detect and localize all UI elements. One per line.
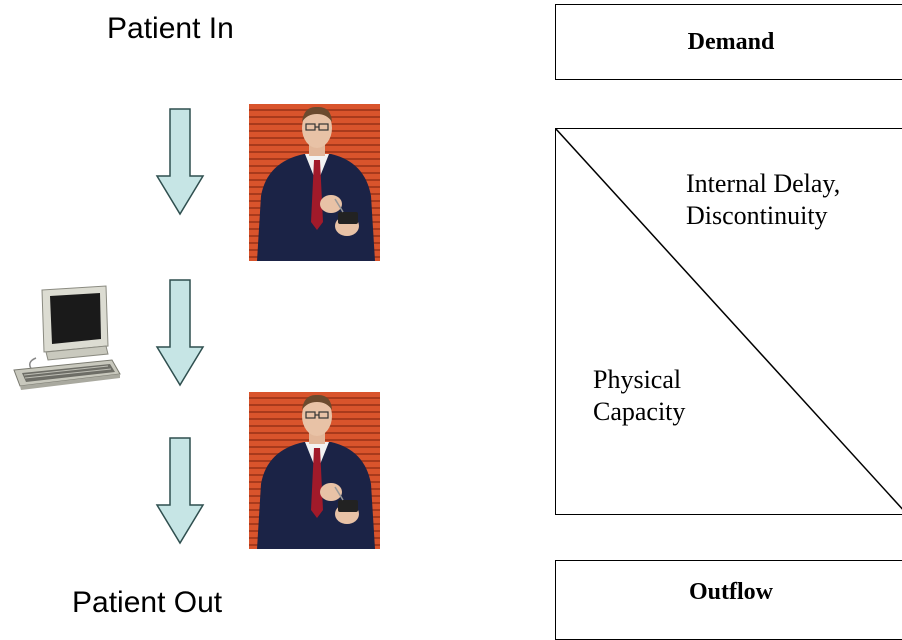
outflow-label: Outflow — [689, 579, 773, 605]
physical-line2: Capacity — [593, 397, 686, 426]
physical-capacity-label: Physical Capacity — [593, 364, 685, 428]
down-arrow-icon — [155, 279, 205, 387]
patient-in-caption: Patient In — [107, 12, 234, 45]
patient-out-caption: Patient Out — [72, 586, 223, 619]
internal-delay-label: Internal Delay, Discontinuity — [686, 168, 840, 232]
businessman-with-pda-icon — [249, 392, 380, 549]
demand-box: Demand — [555, 4, 902, 80]
desktop-computer-icon — [8, 282, 126, 394]
physical-line1: Physical — [593, 365, 682, 394]
internal-delay-line1: Internal Delay, — [686, 169, 841, 198]
capacity-box — [555, 128, 902, 515]
diagonal-divider — [556, 129, 902, 510]
demand-label: Demand — [687, 28, 775, 55]
businessman-with-pda-icon — [249, 104, 380, 261]
internal-delay-line2: Discontinuity — [686, 201, 828, 230]
down-arrow-icon — [155, 437, 205, 545]
outflow-box: Outflow — [555, 560, 902, 640]
down-arrow-icon — [155, 108, 205, 216]
